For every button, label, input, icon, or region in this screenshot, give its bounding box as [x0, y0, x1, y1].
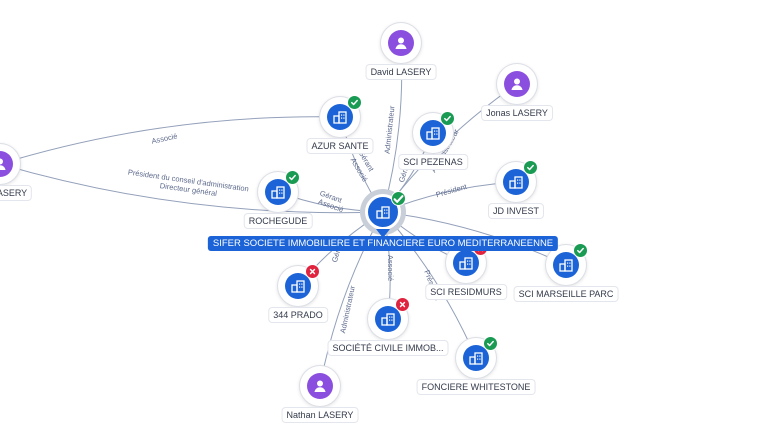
node-whitestone[interactable]	[456, 336, 498, 378]
building-icon	[426, 127, 440, 140]
node-david[interactable]	[381, 23, 421, 63]
edge-label: Président	[435, 182, 469, 200]
building-icon	[376, 206, 390, 219]
node-left_person[interactable]	[0, 144, 20, 184]
building-icon	[285, 273, 311, 299]
person-icon	[314, 380, 326, 392]
node-label[interactable]: SCI MARSEILLE PARC	[514, 287, 618, 301]
edge-label: Administrateur	[338, 284, 357, 334]
active-status-badge	[347, 95, 362, 110]
building-icon	[375, 306, 401, 332]
check-icon	[577, 247, 584, 254]
person-icon	[395, 37, 407, 49]
active-status-badge	[391, 191, 406, 206]
active-status-badge	[285, 170, 300, 185]
center-pin-tip	[376, 229, 390, 238]
person-icon	[0, 151, 13, 177]
person-icon	[388, 30, 414, 56]
building-icon	[463, 345, 489, 371]
edge	[382, 42, 403, 213]
cross-icon	[309, 268, 316, 275]
check-icon	[393, 194, 404, 203]
check-icon	[351, 99, 358, 106]
node-marseille[interactable]	[546, 243, 588, 285]
building-icon	[503, 169, 529, 195]
active-status-badge	[573, 243, 588, 258]
node-jd[interactable]	[496, 160, 538, 202]
edge	[319, 211, 384, 387]
node-label[interactable]: SCI RESIDMURS	[426, 285, 506, 299]
building-icon	[271, 186, 285, 199]
closed-status-badge	[305, 264, 320, 279]
edge-label: Associé	[386, 255, 395, 281]
node-pezenas[interactable]	[413, 111, 455, 153]
building-icon	[420, 120, 446, 146]
building-icon	[553, 252, 579, 278]
node-label[interactable]: David LASERY	[366, 65, 436, 79]
person-icon	[0, 158, 6, 170]
node-jonas[interactable]	[497, 64, 537, 104]
node-label[interactable]: ASERY	[0, 186, 32, 200]
building-icon	[509, 176, 523, 189]
building-icon	[291, 280, 305, 293]
center-node-label[interactable]: SIFER SOCIETE IMMOBILIERE ET FINANCIERE …	[207, 236, 559, 251]
check-icon	[527, 164, 534, 171]
check-icon	[289, 174, 296, 181]
node-label[interactable]: Nathan LASERY	[282, 408, 358, 422]
node-label[interactable]: Jonas LASERY	[482, 106, 552, 120]
check-icon	[444, 115, 451, 122]
closed-status-badge	[395, 297, 410, 312]
edge-label: Associé	[151, 131, 179, 145]
person-icon	[504, 71, 530, 97]
person-icon	[511, 78, 523, 90]
node-azur[interactable]	[320, 95, 362, 137]
node-prado[interactable]	[278, 264, 320, 306]
active-status-badge	[483, 336, 498, 351]
node-label[interactable]: AZUR SANTE	[307, 139, 373, 153]
check-icon	[487, 340, 494, 347]
building-icon	[333, 111, 347, 124]
person-icon	[307, 373, 333, 399]
node-label[interactable]: ROCHEGUDE	[244, 214, 312, 228]
building-icon	[381, 313, 395, 326]
node-label[interactable]: FONCIERE WHITESTONE	[417, 380, 535, 394]
node-label[interactable]: JD INVEST	[488, 204, 544, 218]
cross-icon	[399, 301, 406, 308]
building-icon	[265, 179, 291, 205]
edge	[382, 211, 567, 266]
edge-label: Administrateur	[383, 105, 397, 155]
active-status-badge	[440, 111, 455, 126]
node-label[interactable]: 344 PRADO	[269, 308, 327, 322]
node-nathan[interactable]	[300, 366, 340, 406]
building-icon	[559, 259, 573, 272]
active-status-badge	[523, 160, 538, 175]
node-rochegude[interactable]	[258, 170, 300, 212]
node-label[interactable]: SCI PEZENAS	[399, 155, 467, 169]
node-label[interactable]: SOCIÉTÉ CIVILE IMMOB...	[328, 341, 448, 355]
edge	[0, 116, 341, 165]
building-icon	[453, 250, 479, 276]
edge	[0, 163, 384, 214]
node-civile[interactable]	[368, 297, 410, 339]
building-icon	[327, 104, 353, 130]
building-icon	[469, 352, 483, 365]
center-node[interactable]	[365, 191, 406, 230]
building-icon	[459, 257, 473, 270]
